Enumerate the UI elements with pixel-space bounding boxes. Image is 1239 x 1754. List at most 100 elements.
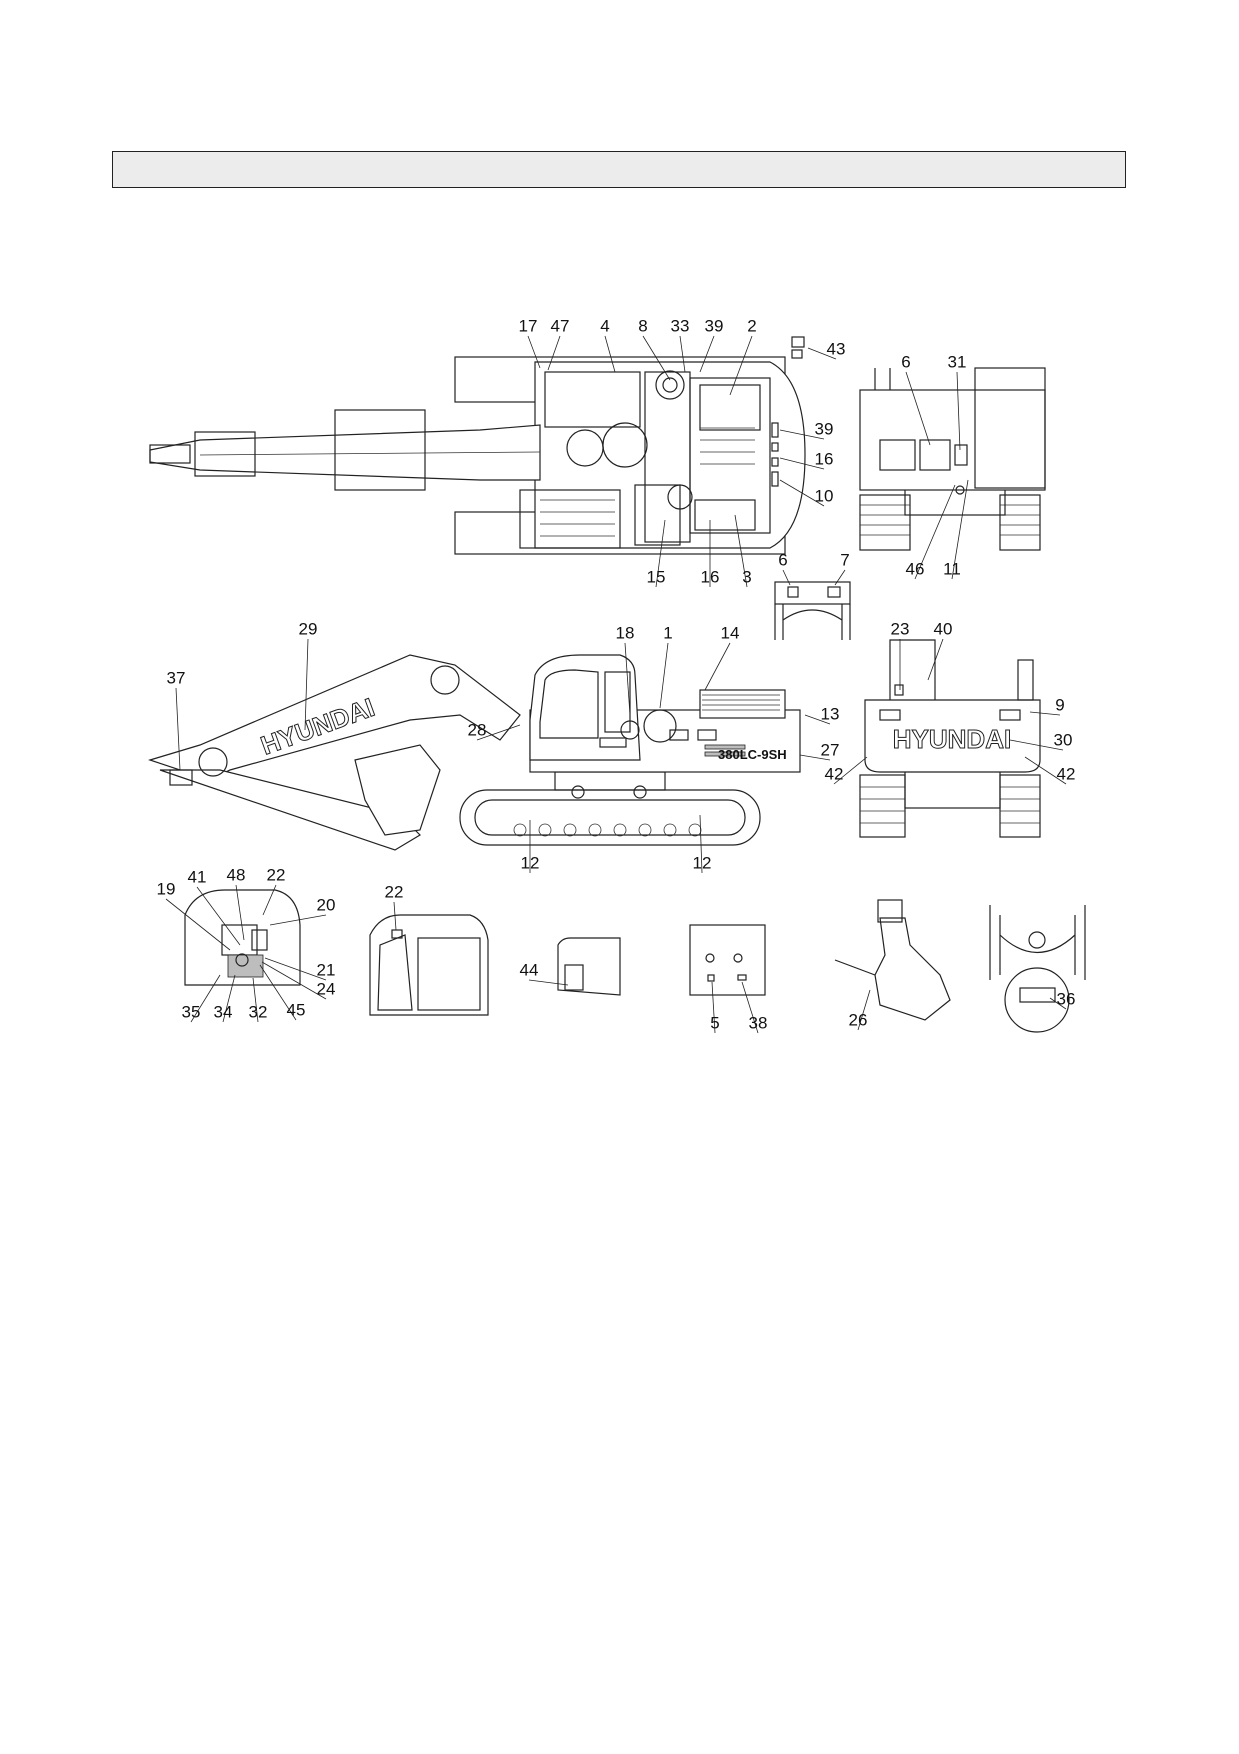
callout-leader-line — [782, 569, 791, 586]
model-text: 380LC-9SH — [718, 747, 787, 762]
plate-detail-drawing — [689, 924, 766, 996]
callout-number-3: 3 — [742, 567, 751, 586]
counterweight-brand-text: HYUNDAI — [893, 724, 1011, 754]
callout-leader-line — [547, 335, 561, 371]
callout-leader-line — [642, 335, 671, 381]
callout-leader-line — [834, 569, 846, 586]
callout-number-6: 6 — [901, 352, 910, 371]
callout-number-34: 34 — [214, 1002, 233, 1021]
callout-leader-line — [699, 814, 703, 874]
callout-leader-line — [804, 714, 831, 725]
callout-number-8: 8 — [638, 316, 647, 335]
callout-leader-line — [779, 429, 825, 440]
callout-leader-line — [190, 974, 221, 1023]
callout-number-32: 32 — [249, 1002, 268, 1021]
callout-number-11: 11 — [943, 559, 961, 578]
callout-number-43: 43 — [827, 339, 846, 358]
callout-leader-line — [624, 642, 631, 716]
section-header-bar — [112, 151, 1126, 188]
callout-number-48: 48 — [227, 865, 246, 884]
callout-number-37: 37 — [167, 668, 186, 687]
callout-leader-line — [779, 457, 825, 470]
callout-number-23: 23 — [891, 619, 910, 638]
counterweight-detail-drawing — [774, 581, 851, 640]
callout-leader-line — [951, 479, 969, 580]
callout-leader-line — [476, 724, 521, 741]
callout-leader-line — [269, 914, 327, 926]
callout-leader-line — [807, 347, 837, 360]
callout-leader-line — [527, 335, 541, 369]
callout-leader-line — [711, 981, 716, 1034]
callout-number-20: 20 — [317, 895, 336, 914]
callout-number-38: 38 — [749, 1013, 768, 1032]
callout-number-17: 17 — [519, 316, 538, 335]
callout-number-22: 22 — [267, 865, 286, 884]
callout-number-35: 35 — [182, 1002, 201, 1021]
cab-exterior-drawing — [369, 914, 489, 1016]
callout-number-5: 5 — [710, 1013, 719, 1032]
callout-leader-line — [729, 335, 753, 396]
callout-number-45: 45 — [287, 1000, 306, 1019]
callout-number-6: 6 — [778, 550, 787, 569]
callout-leader-line — [905, 371, 931, 446]
callout-leader-line — [262, 884, 277, 916]
callout-number-39: 39 — [815, 419, 834, 438]
callout-leader-line — [196, 886, 241, 946]
rear-view-upper-drawing — [859, 367, 1046, 551]
callout-number-12: 12 — [693, 853, 712, 872]
callout-leader-line — [252, 977, 259, 1023]
callout-number-47: 47 — [551, 316, 570, 335]
callout-number-42: 42 — [825, 764, 844, 783]
callout-number-10: 10 — [815, 486, 834, 505]
callout-leader-line — [1049, 997, 1067, 1010]
callout-leader-line — [1009, 739, 1064, 751]
callout-number-14: 14 — [721, 623, 740, 642]
callout-number-42: 42 — [1057, 764, 1076, 783]
callout-number-18: 18 — [616, 623, 635, 642]
callout-leader-line — [1024, 756, 1067, 785]
callout-leader-line — [604, 335, 616, 373]
callout-number-44: 44 — [520, 960, 539, 979]
callout-leader-line — [222, 974, 236, 1023]
callout-leader-line — [528, 979, 569, 986]
callout-leader-line — [304, 638, 309, 731]
callout-leader-line — [175, 687, 181, 771]
callout-number-12: 12 — [521, 853, 540, 872]
callout-number-41: 41 — [188, 867, 207, 886]
callout-number-28: 28 — [468, 720, 487, 739]
callout-number-16: 16 — [701, 567, 720, 586]
callout-number-16: 16 — [815, 449, 834, 468]
callout-number-46: 46 — [906, 559, 925, 578]
cab-interior-drawing — [184, 889, 301, 986]
callout-leader-line — [857, 989, 871, 1031]
callout-leader-line — [779, 479, 825, 507]
callout-number-21: 21 — [317, 960, 336, 979]
callout-number-7: 7 — [840, 550, 849, 569]
callout-leader-line — [655, 519, 666, 588]
callout-leader-line — [165, 898, 231, 951]
callout-number-31: 31 — [948, 352, 967, 371]
door-panel-drawing — [557, 937, 621, 996]
callout-number-33: 33 — [671, 316, 690, 335]
callout-number-19: 19 — [157, 879, 176, 898]
callout-number-40: 40 — [934, 619, 953, 638]
callout-leader-line — [679, 335, 686, 373]
callout-number-2: 2 — [747, 316, 756, 335]
callout-leader-line — [734, 514, 748, 588]
callout-number-26: 26 — [849, 1010, 868, 1029]
joystick-drawing — [834, 899, 951, 1021]
callout-leader-line — [393, 901, 397, 931]
callout-leader-line — [659, 642, 669, 709]
bucket-link-drawing — [989, 905, 1086, 1033]
callout-leader-line — [699, 335, 715, 373]
callout-leader-line — [235, 884, 245, 941]
callout-number-39: 39 — [705, 316, 724, 335]
callout-number-27: 27 — [821, 740, 840, 759]
callout-number-30: 30 — [1054, 730, 1073, 749]
callout-number-22: 22 — [385, 882, 404, 901]
callout-number-1: 1 — [663, 623, 672, 642]
callout-number-9: 9 — [1055, 695, 1064, 714]
callout-leader-line — [259, 964, 297, 1021]
